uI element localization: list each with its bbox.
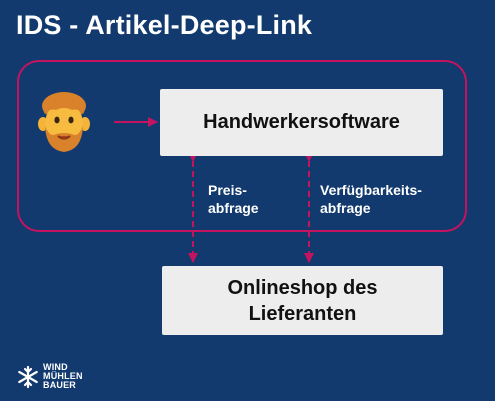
price-query-label-line1: Preis- bbox=[208, 182, 247, 198]
logo-text: WIND MÜHLEN BAUER bbox=[43, 363, 83, 390]
windmuehlenbauer-logo: WIND MÜHLEN BAUER bbox=[16, 363, 83, 390]
availability-query-label: Verfügbarkeits- abfrage bbox=[320, 182, 422, 217]
craftsman-software-box: Handwerkersoftware bbox=[160, 89, 443, 156]
person-emoji-icon bbox=[38, 92, 90, 152]
logo-line1: WIND bbox=[43, 362, 68, 372]
page-title: IDS - Artikel-Deep-Link bbox=[16, 10, 313, 40]
availability-query-label-line1: Verfügbarkeits- bbox=[320, 182, 422, 198]
online-shop-label-line2: Lieferanten bbox=[248, 302, 357, 325]
craftsman-software-label: Handwerkersoftware bbox=[203, 111, 400, 133]
price-query-label-line2: abfrage bbox=[208, 199, 259, 216]
price-query-label: Preis- abfrage bbox=[208, 182, 259, 217]
snowflake-logo-icon bbox=[18, 365, 38, 388]
logo-line2: MÜHLEN bbox=[43, 371, 83, 381]
software-boundary-frame bbox=[17, 60, 467, 232]
availability-query-label-line2: abfrage bbox=[320, 199, 371, 216]
logo-line3: BAUER bbox=[43, 380, 77, 390]
online-shop-label-line1: Onlineshop des bbox=[227, 276, 378, 299]
online-shop-box: Onlineshop des Lieferanten bbox=[162, 266, 443, 335]
